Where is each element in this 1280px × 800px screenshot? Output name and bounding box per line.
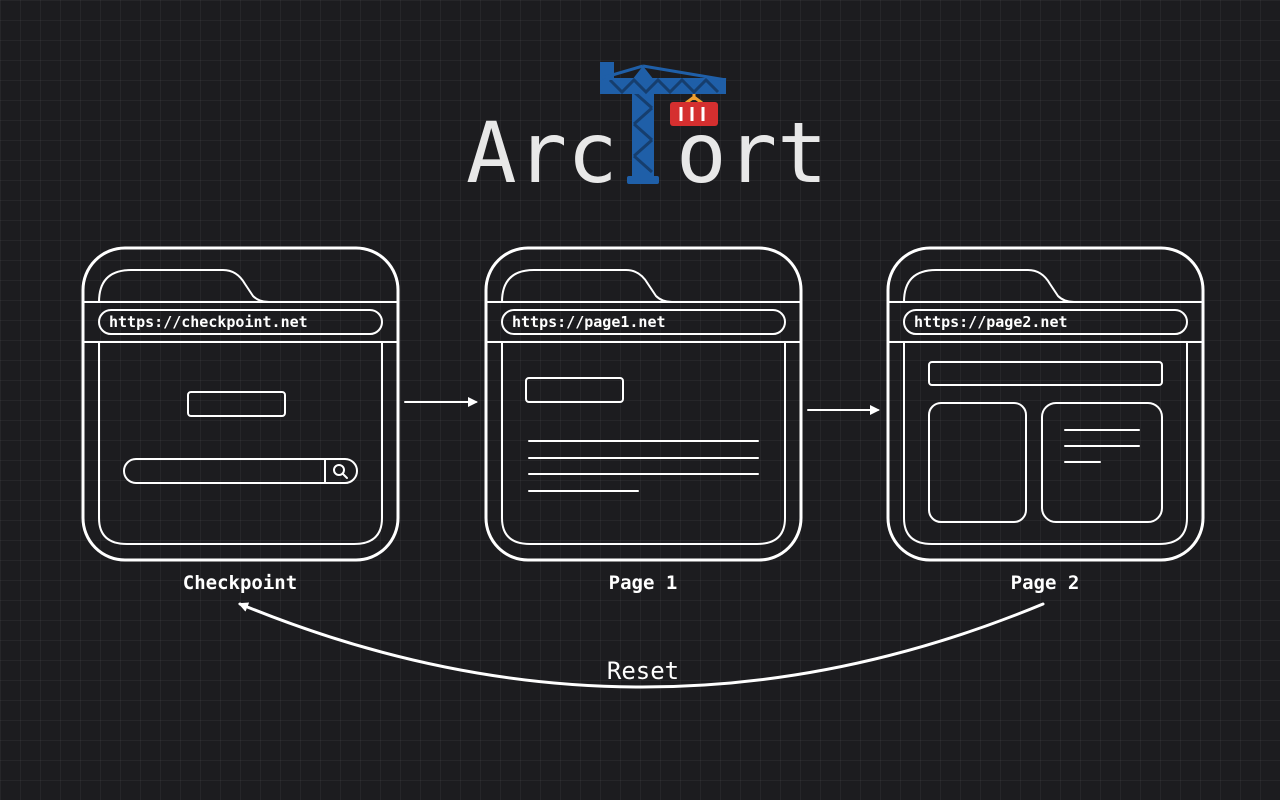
address-bar[interactable] <box>98 309 383 335</box>
browser-page1: https://page1.net <box>484 246 803 562</box>
crane-icon <box>600 62 727 184</box>
caption-page2: Page 2 <box>1011 572 1080 594</box>
address-url: https://page1.net <box>512 313 666 331</box>
page-logo-placeholder <box>187 391 286 417</box>
address-bar[interactable] <box>501 309 786 335</box>
image-card-placeholder <box>928 402 1027 523</box>
browser-frame <box>484 246 803 562</box>
arrow-reset-page2-to-checkpoint <box>238 602 1045 689</box>
search-icon[interactable] <box>333 464 348 479</box>
text-card-placeholder <box>1041 402 1163 523</box>
caption-checkpoint: Checkpoint <box>183 572 297 594</box>
banner-placeholder <box>928 361 1163 386</box>
browser-frame <box>886 246 1205 562</box>
browser-page2: https://page2.net <box>886 246 1205 562</box>
address-url: https://page2.net <box>914 313 1068 331</box>
address-url: https://checkpoint.net <box>109 313 308 331</box>
search-input[interactable] <box>123 458 358 484</box>
reset-label: Reset <box>607 657 679 685</box>
browser-checkpoint: https://checkpoint.net <box>81 246 400 562</box>
caption-page1: Page 1 <box>609 572 678 594</box>
arcfort-logo: Arc ort <box>466 62 828 202</box>
address-bar[interactable] <box>903 309 1188 335</box>
browser-frame <box>81 246 400 562</box>
logo-text-left: Arc <box>466 104 618 202</box>
heading-placeholder <box>525 377 624 403</box>
